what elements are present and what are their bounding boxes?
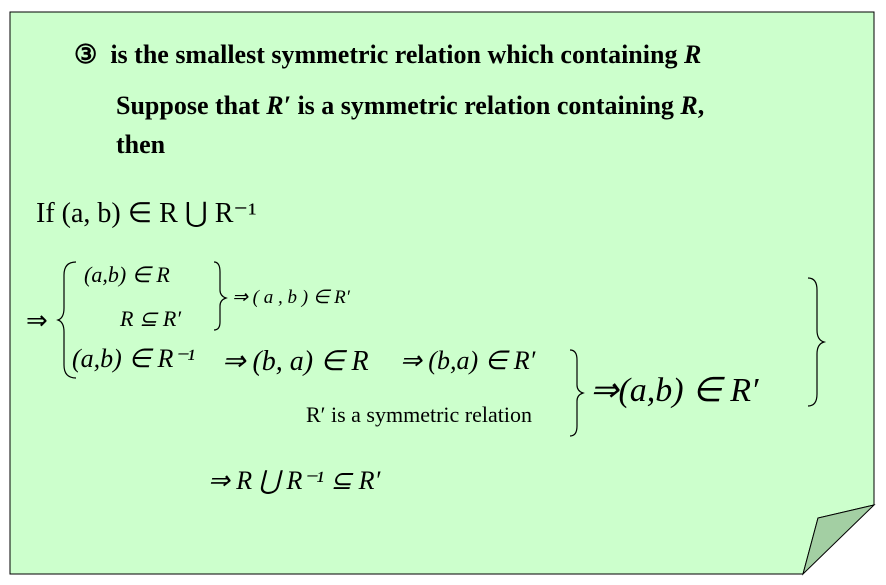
suppose-var: R′ [266, 91, 291, 120]
braces [56, 261, 827, 437]
inner-right-brace [213, 261, 228, 331]
suppose-var2: R [680, 91, 698, 120]
case1b: R ⊆ R′ [120, 306, 182, 331]
case2: (a,b) ∈ R⁻¹ [72, 344, 195, 373]
heading-var: R [683, 40, 702, 69]
circled-number: ③ [74, 40, 98, 69]
conclusion: ⇒ R ⋃ R⁻¹ ⊆ R′ [208, 466, 381, 495]
outer-right-brace [807, 277, 827, 407]
implies-arrow: ⇒ [26, 306, 48, 335]
case2-right-brace [569, 349, 585, 437]
suppose-line: Suppose that R′ is a symmetric relation … [116, 91, 704, 121]
heading: ③ is the smallest symmetric relation whi… [74, 40, 701, 70]
suppose-post: , [697, 91, 705, 120]
case1a: (a,b) ∈ R [84, 262, 170, 287]
left-brace [56, 261, 77, 379]
heading-text: is the smallest symmetric relation which… [110, 40, 684, 69]
suppose-pre: Suppose that [116, 91, 267, 120]
then-line: then [116, 130, 166, 159]
if-line: If (a, b) ∈ R ⋃ R⁻¹ [36, 198, 257, 229]
page-curl [802, 504, 876, 576]
case2-note: R′ is a symmetric relation [306, 402, 532, 427]
case1-result: ⇒ ( a , b ) ∈ R′ [232, 287, 350, 308]
final-result: ⇒(a,b) ∈ R′ [590, 372, 759, 409]
case2-step1: ⇒ (b, a) ∈ R [222, 346, 369, 377]
suppose-mid: is a symmetric relation containing [290, 91, 681, 120]
case2-step2: ⇒ (b,a) ∈ R′ [400, 346, 536, 375]
